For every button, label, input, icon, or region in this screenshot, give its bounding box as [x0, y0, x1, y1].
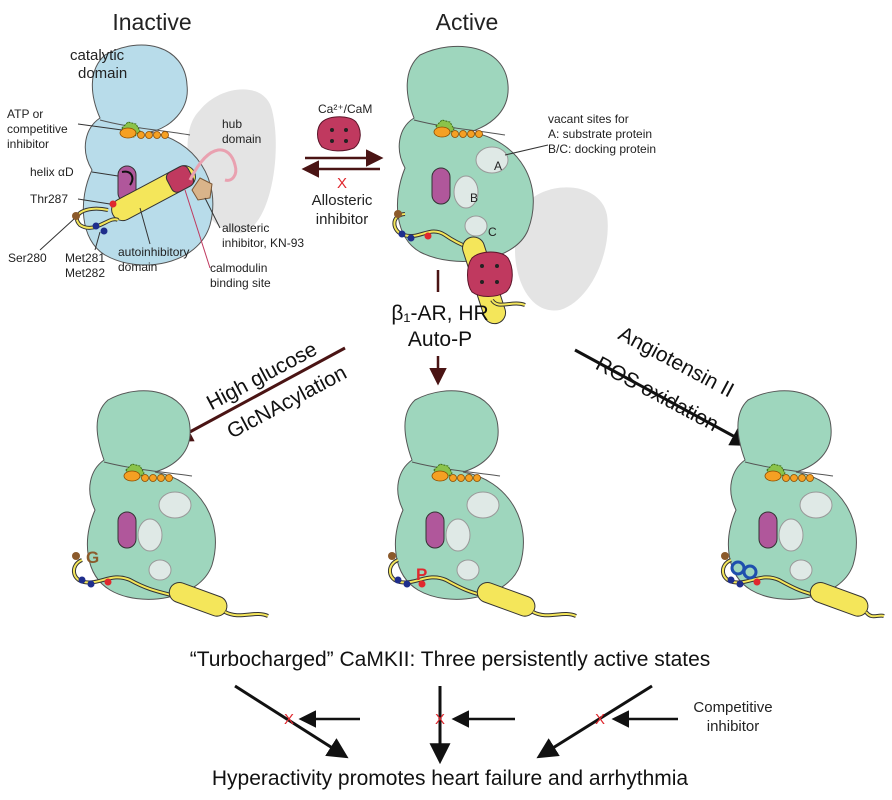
center-pathway: β₁-AR, HR Auto-P	[391, 270, 489, 386]
site-a	[475, 146, 509, 174]
active-enzyme	[392, 45, 608, 325]
label-vacant-1: vacant sites for	[548, 112, 629, 126]
oxidation-rings-icon	[730, 560, 758, 580]
label-atp-2: competitive	[7, 122, 68, 136]
met-dot-1	[92, 222, 100, 230]
label-inhibitor-2: inhibitor	[707, 718, 760, 735]
label-center-1: β₁-AR, HR	[391, 302, 488, 325]
site-c	[464, 215, 488, 237]
site-b	[453, 175, 479, 209]
label-catalytic-1: catalytic	[70, 47, 125, 64]
label-inhibitor-1: Competitive	[693, 699, 772, 716]
label-site-a: A	[494, 159, 502, 173]
outcome-text: Hyperactivity promotes heart failure and…	[212, 767, 689, 790]
x-mark-transition: X	[337, 175, 347, 192]
inhibition-arrows: X X X	[234, 684, 678, 765]
bound-calmodulin-icon	[467, 251, 513, 297]
label-vacant-2: A: substrate protein	[548, 127, 652, 141]
label-met281: Met281	[65, 251, 105, 265]
label-thr287: Thr287	[30, 192, 68, 206]
summary-text: “Turbocharged” CaMKII: Three persistentl…	[190, 648, 711, 671]
label-center-2: Auto-P	[408, 328, 472, 351]
label-allosteric-inh-1: Allosteric	[312, 192, 373, 209]
inactive-enzyme	[72, 44, 276, 266]
x-mark-center: X	[435, 711, 445, 728]
label-vacant-3: B/C: docking protein	[548, 142, 656, 156]
activation-transition: Ca²⁺/CaM X Allosteric inhibitor	[301, 102, 384, 228]
enzyme-glcnac: G	[72, 390, 269, 618]
thr287-dot	[109, 200, 117, 208]
enzyme-autop: P	[388, 390, 577, 618]
label-atp-3: inhibitor	[7, 137, 49, 151]
x-mark-left: X	[284, 711, 294, 728]
title-active: Active	[436, 9, 499, 35]
label-met282: Met282	[65, 266, 105, 280]
label-calmodulin-2: binding site	[210, 276, 271, 290]
label-catalytic-2: domain	[78, 65, 127, 82]
label-hub-2: domain	[222, 132, 261, 146]
kn93-inhibitor	[191, 177, 213, 201]
title-inactive: Inactive	[112, 9, 191, 35]
x-mark-right: X	[595, 711, 605, 728]
label-autoinhibitory-1: autoinhibitory	[118, 245, 189, 259]
label-ser280: Ser280	[8, 251, 47, 265]
label-site-b: B	[470, 191, 478, 205]
mod-p: P	[416, 565, 427, 584]
hub-domain-active	[515, 187, 608, 311]
enzyme-ros	[721, 390, 885, 619]
calmodulin-icon	[317, 116, 361, 152]
label-hub-1: hub	[222, 117, 242, 131]
met-dot-2	[100, 227, 108, 235]
label-site-c: C	[488, 225, 497, 239]
label-cam: Ca²⁺/CaM	[318, 102, 372, 116]
mod-g: G	[86, 548, 99, 567]
ser280-dot	[72, 212, 80, 220]
label-allosteric-2: inhibitor, KN-93	[222, 236, 304, 250]
left-pathway: High glucose GlcNAcylation	[171, 338, 351, 443]
label-autoinhibitory-2: domain	[118, 260, 157, 274]
label-calmodulin-1: calmodulin	[210, 261, 267, 275]
label-allosteric-inh-2: inhibitor	[316, 211, 369, 228]
autoinhibitory-domain-inactive	[111, 165, 196, 222]
label-helix: helix αD	[30, 165, 74, 179]
catalytic-domain-active	[396, 45, 534, 262]
right-pathway: Angiotensin II ROS oxidation	[574, 322, 752, 447]
label-atp-1: ATP or	[7, 107, 43, 121]
helix-ad-active	[431, 167, 451, 205]
label-allosteric-1: allosteric	[222, 221, 269, 235]
